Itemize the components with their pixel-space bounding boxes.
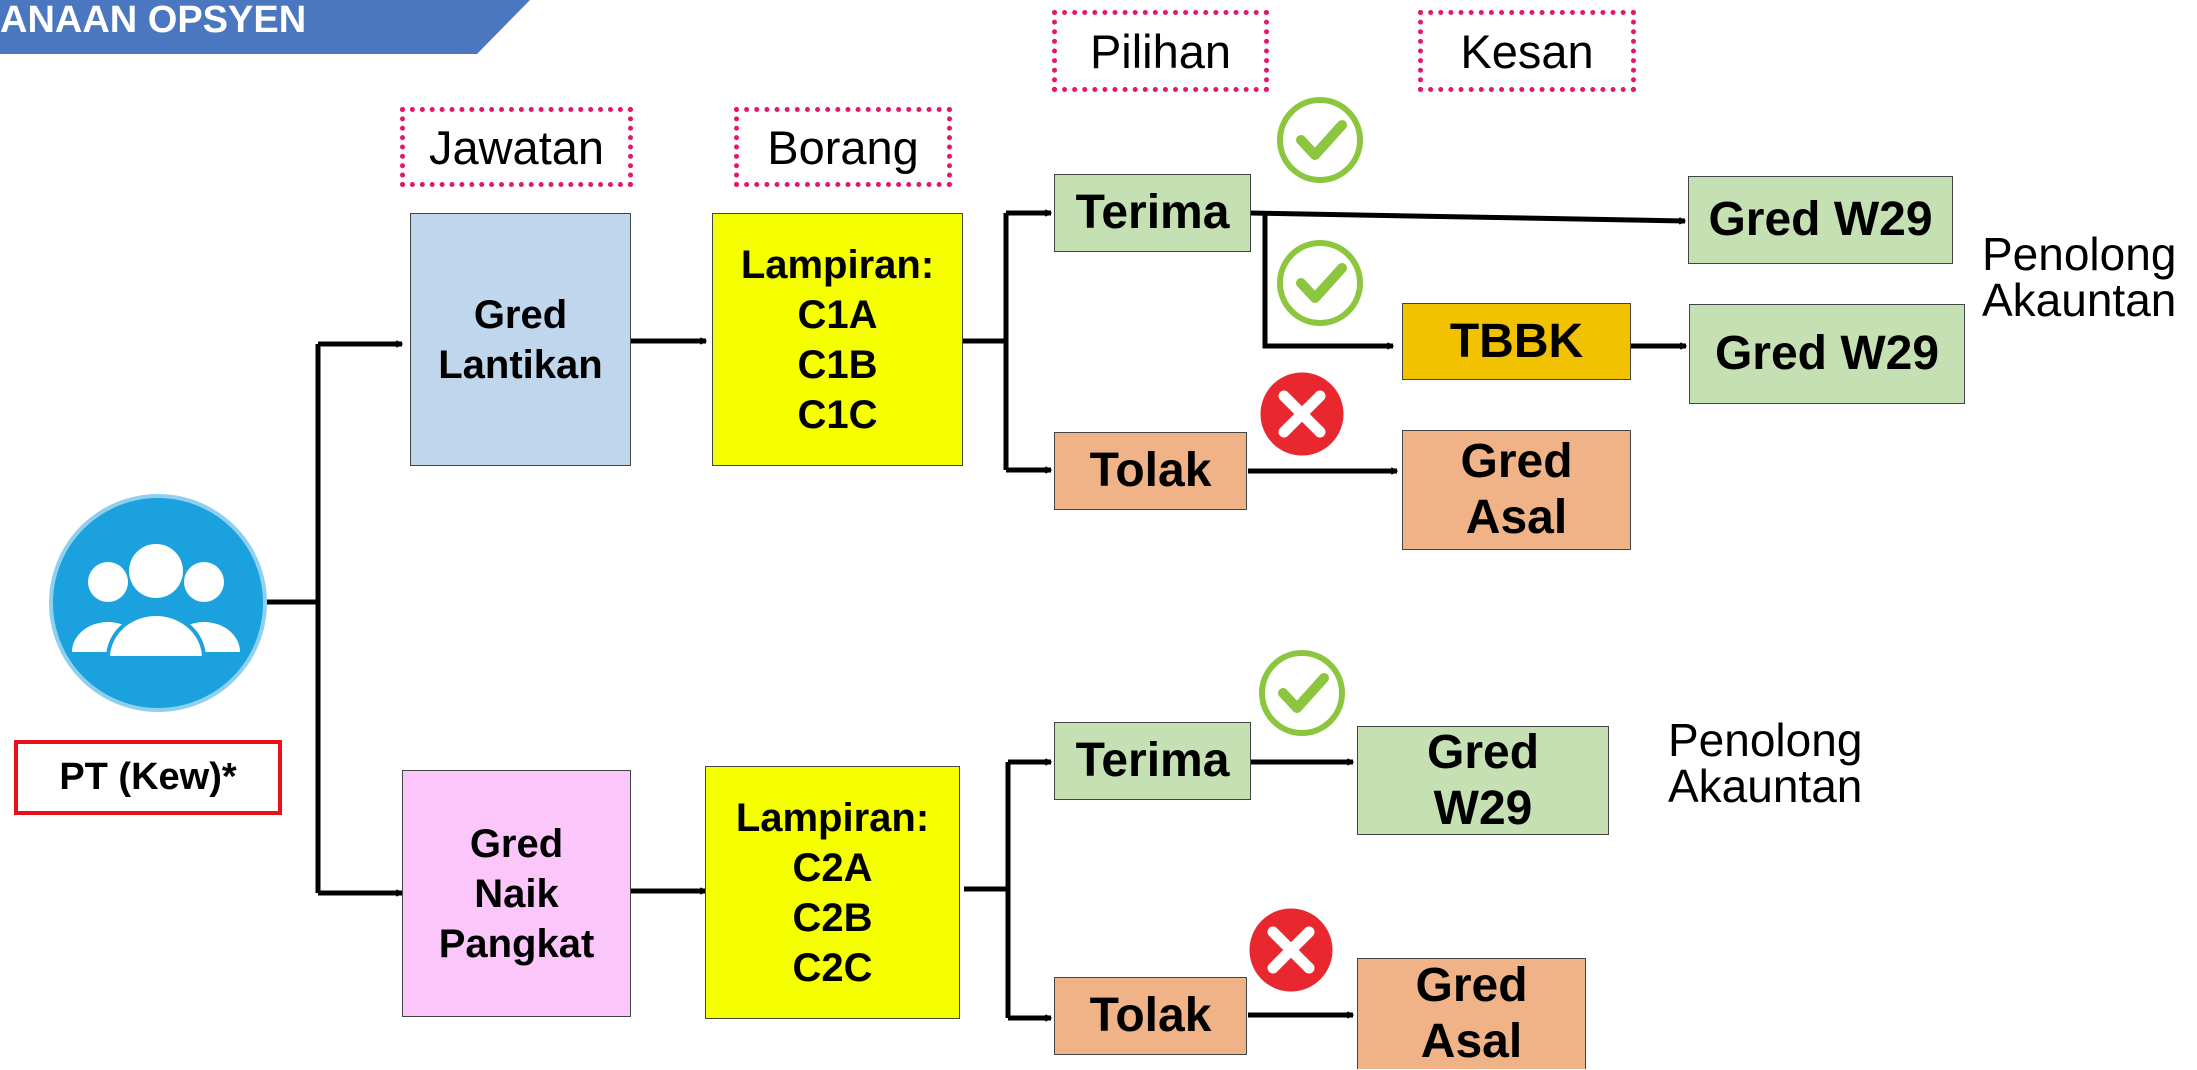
- result-gred-w29-top: Gred W29: [1688, 176, 1953, 264]
- note-penolong-akauntan-bottom: Penolong Akauntan: [1668, 714, 1863, 812]
- choice-terima-bottom: Terima: [1054, 722, 1251, 800]
- actor-label: PT (Kew)*: [14, 740, 282, 815]
- title-banner: [0, 0, 530, 54]
- group-icon: [49, 494, 267, 712]
- check-icon: [1259, 650, 1345, 736]
- result-gred-asal-bottom: Gred Asal: [1357, 958, 1586, 1069]
- banner-title: ANAAN OPSYEN: [0, 0, 307, 41]
- header-pilihan: Pilihan: [1052, 10, 1269, 92]
- header-jawatan: Jawatan: [400, 107, 633, 187]
- choice-tolak-top: Tolak: [1054, 432, 1247, 510]
- result-gred-asal-top: Gred Asal: [1402, 430, 1631, 550]
- result-gred-w29-tbbk: Gred W29: [1689, 304, 1965, 404]
- post-box-bottom: Gred Naik Pangkat: [402, 770, 631, 1017]
- cross-icon: [1246, 905, 1336, 995]
- header-borang: Borang: [734, 107, 952, 187]
- top-form-connector: [962, 213, 1009, 470]
- top-terima-tbbk-line: [1262, 213, 1393, 346]
- note-penolong-akauntan-top: Penolong Akauntan: [1982, 228, 2177, 326]
- form-box-top: Lampiran: C1A C1B C1C: [712, 213, 963, 466]
- tbbk-box: TBBK: [1402, 303, 1631, 380]
- choice-terima-top: Terima: [1054, 174, 1251, 252]
- bottom-form-connector: [964, 762, 1011, 1018]
- check-icon: [1277, 97, 1363, 183]
- choice-tolak-bottom: Tolak: [1054, 977, 1247, 1055]
- actor-connector: [265, 344, 321, 893]
- cross-icon: [1257, 369, 1347, 459]
- result-gred-w29-bottom: Gred W29: [1357, 726, 1609, 835]
- post-box-top: Gred Lantikan: [410, 213, 631, 466]
- arrow-top-terima-result: [1249, 210, 1685, 221]
- form-box-bottom: Lampiran: C2A C2B C2C: [705, 766, 960, 1019]
- header-kesan: Kesan: [1418, 10, 1636, 92]
- check-icon: [1277, 240, 1363, 326]
